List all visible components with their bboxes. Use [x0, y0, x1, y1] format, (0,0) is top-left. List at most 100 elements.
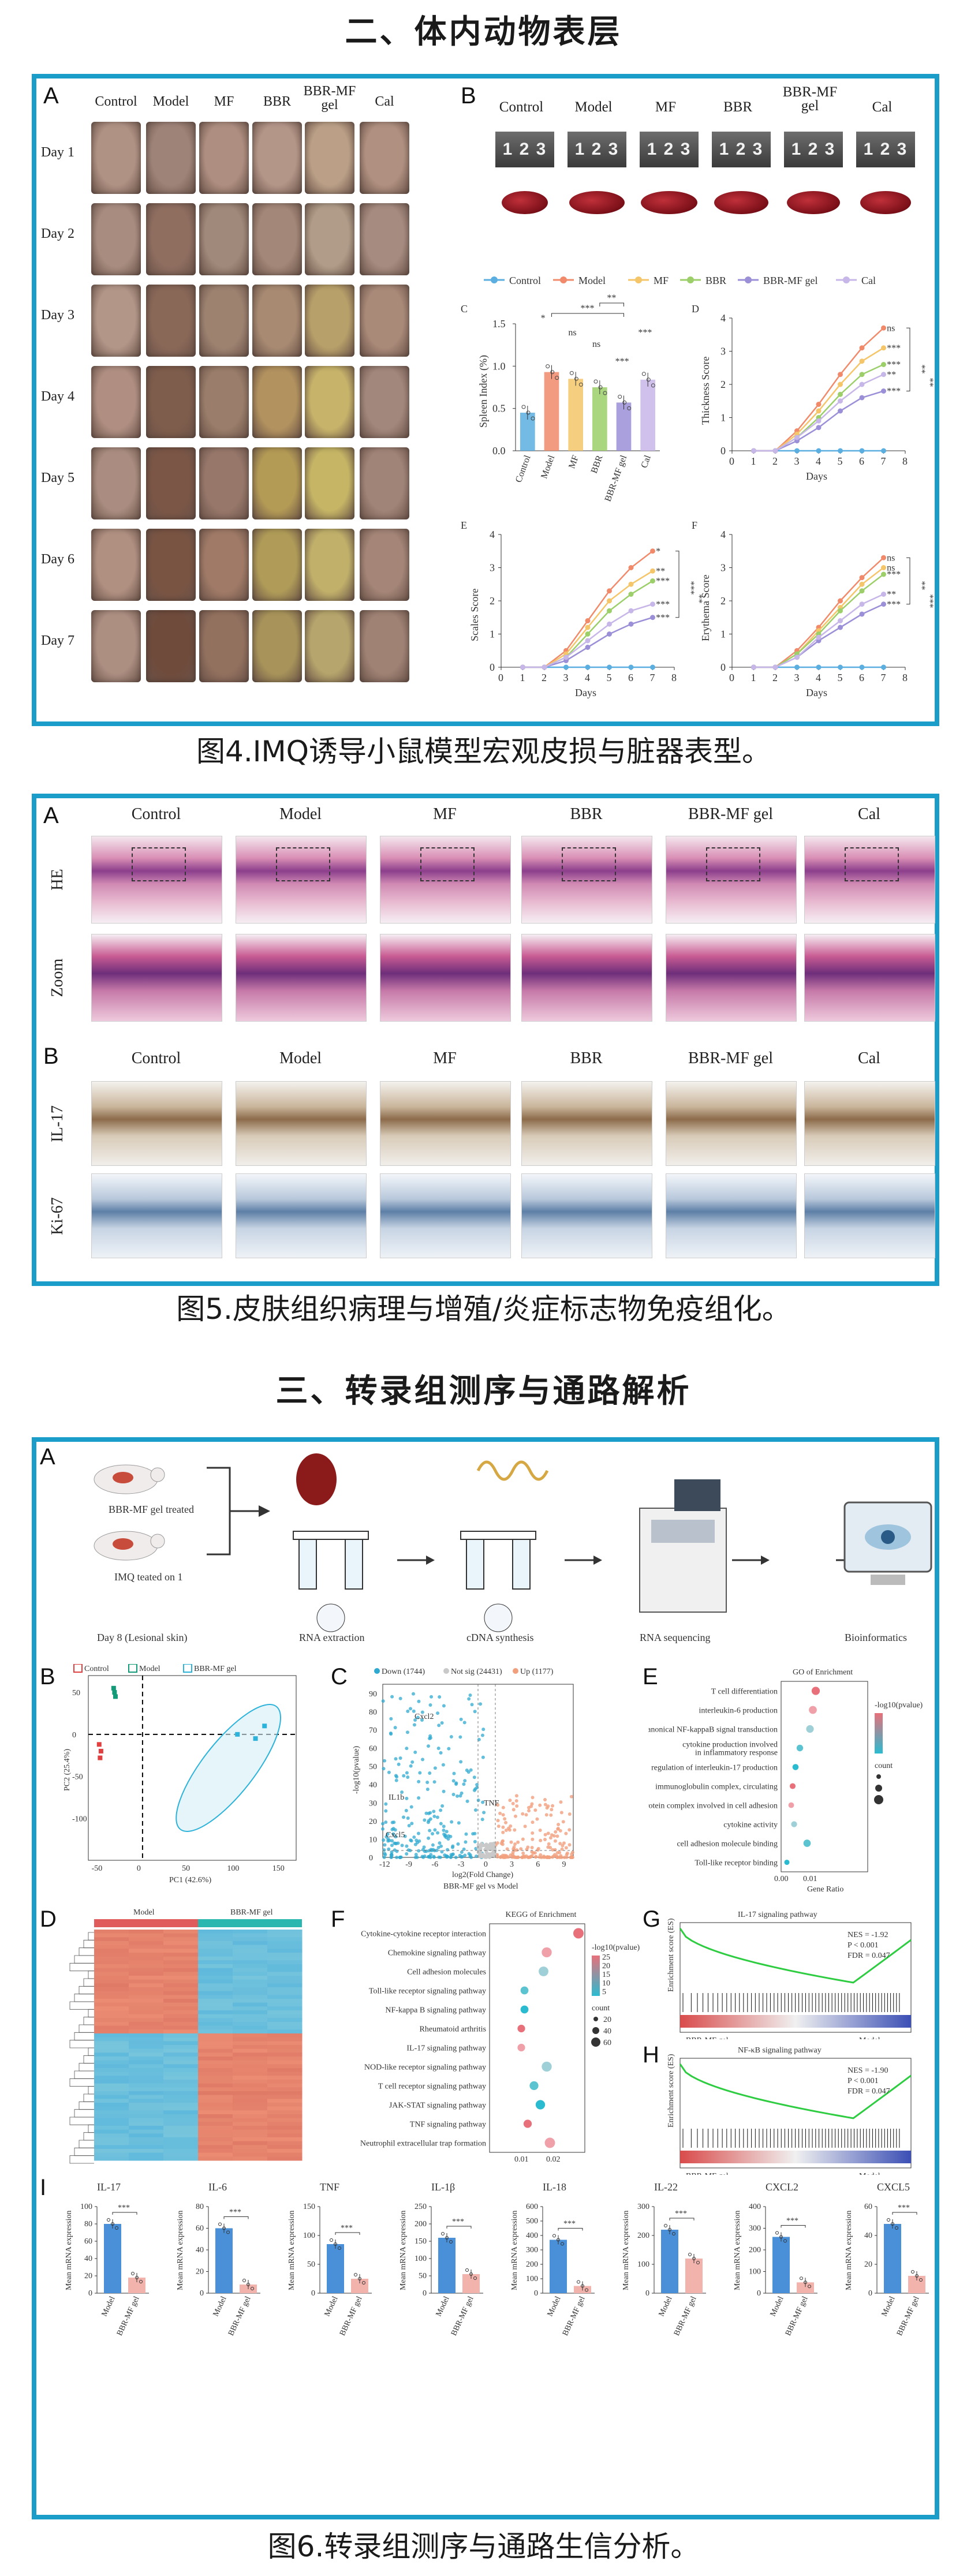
heatmap-cell — [129, 2045, 164, 2050]
heatmap-cell — [198, 2002, 233, 2007]
volcano-point-down — [389, 1731, 393, 1735]
workflow-step-label: Bioinformatics — [845, 1632, 907, 1643]
volcano-point-down — [405, 1747, 409, 1751]
size-legend-dot — [592, 2027, 599, 2034]
heatmap-cell — [129, 1953, 164, 1957]
volcano-point-down — [398, 1855, 402, 1859]
heatmap-cell — [94, 1972, 129, 1976]
volcano-point-down — [465, 1768, 469, 1772]
legend-label: Down (1744) — [382, 1668, 425, 1676]
heatmap-cell — [233, 2103, 268, 2107]
term-label: Chemokine signaling pathway — [388, 1949, 486, 1958]
x-tick-label: 0 — [137, 1864, 141, 1873]
data-point — [131, 2272, 135, 2275]
fig5-caption: 图5.皮肤组织病理与增殖/炎症标志物免疫组化。 — [176, 1292, 791, 1326]
x-tick-label: Model — [658, 2295, 674, 2318]
series-point — [607, 588, 612, 594]
sig-bracket — [675, 551, 679, 618]
x-tick-label: 8 — [902, 672, 908, 683]
sig-label: ns — [568, 328, 576, 338]
heatmap-cell — [163, 2137, 199, 2142]
sig-label: *** — [581, 304, 595, 313]
data-point — [585, 2288, 588, 2292]
chart-title: IL-17 signaling pathway — [738, 1910, 817, 1919]
series-point — [838, 372, 843, 377]
series-point — [794, 448, 800, 454]
histology-image — [380, 836, 511, 924]
fig4a-row-label: Day 3 — [41, 308, 74, 323]
volcano-point-down — [394, 1778, 398, 1782]
fig6-panel-c-label: C — [331, 1664, 348, 1689]
heatmap-cell — [233, 2014, 268, 2018]
heatmap-cell — [233, 1999, 268, 2003]
flow-arrow-head — [761, 1556, 770, 1565]
y-tick-label: 1.5 — [492, 318, 506, 330]
sig-bracket — [446, 2226, 472, 2229]
y-tick-label: 0.0 — [492, 445, 506, 457]
series-point — [650, 548, 655, 554]
heatmap-cell — [267, 2033, 303, 2038]
volcano-point-down — [412, 1723, 416, 1727]
heatmap-cell — [233, 2057, 268, 2061]
volcano-point-down — [464, 1832, 468, 1836]
heatmap-cell — [267, 1937, 303, 1942]
volcano-point-up — [547, 1842, 551, 1846]
heatmap-cell — [129, 2010, 164, 2015]
volcano-point-up — [504, 1829, 508, 1833]
volcano-point-down — [395, 1775, 399, 1779]
heatmap-cell — [233, 2002, 268, 2007]
volcano-point-down — [450, 1820, 454, 1824]
x-axis-label: Gene Ratio — [807, 1885, 843, 1894]
volcano-point-down — [397, 1762, 401, 1766]
skin-photo — [91, 285, 141, 357]
x-tick-label: 4 — [585, 672, 590, 683]
dendrogram-branch — [79, 2140, 94, 2148]
heatmap-cell — [129, 2002, 164, 2007]
series-point — [520, 664, 525, 670]
heatmap-cell — [267, 1953, 303, 1957]
enrichment-dot — [535, 2100, 546, 2110]
histology-image — [666, 934, 797, 1022]
volcano-point-up — [543, 1837, 547, 1841]
volcano-point-down — [442, 1824, 446, 1829]
volcano-point-up — [513, 1828, 517, 1832]
fig5a-col-header: Model — [279, 805, 322, 823]
heatmap-cell — [94, 2025, 129, 2030]
y-tick-label: 40 — [864, 2231, 872, 2240]
volcano-point-down — [479, 1702, 483, 1706]
volcano-point-down — [386, 1832, 390, 1836]
y-tick-label: 60 — [196, 2224, 204, 2233]
bar — [592, 387, 607, 451]
heatmap-cell — [94, 1979, 129, 1984]
heatmap-cell — [267, 2099, 303, 2103]
y-axis-label: Enrichment score (ES) — [667, 2054, 675, 2128]
volcano-point-down — [405, 1844, 409, 1848]
sig-label: *** — [118, 2204, 130, 2212]
data-point — [139, 2280, 143, 2283]
volcano-point-up — [531, 1820, 535, 1824]
volcano-point-down — [405, 1730, 409, 1734]
heatmap-cell — [267, 2057, 303, 2061]
size-legend-value: 40 — [603, 2027, 611, 2036]
heatmap-cell — [129, 2149, 164, 2153]
y-tick-label: 60 — [84, 2237, 92, 2246]
volcano-point-down — [480, 1733, 484, 1737]
volcano-point-ns — [493, 1846, 497, 1850]
skin-photo — [252, 122, 302, 194]
heatmap-cell — [198, 2029, 233, 2034]
volcano-point-down — [437, 1855, 441, 1859]
volcano-point-down — [473, 1710, 477, 1714]
volcano-point-down — [447, 1747, 451, 1751]
volcano-point-ns — [484, 1850, 488, 1854]
volcano-point-down — [390, 1844, 394, 1848]
legend-value: 25 — [602, 1953, 610, 1962]
heatmap-cell — [267, 1933, 303, 1938]
y-tick-label: 3 — [490, 562, 495, 574]
heatmap-cell — [198, 2018, 233, 2022]
volcano-point-up — [548, 1836, 552, 1840]
dendrogram-branch — [74, 2109, 94, 2118]
legend-marker — [843, 276, 850, 283]
volcano-point-up — [511, 1801, 515, 1805]
heatmap-cell — [163, 2083, 199, 2088]
